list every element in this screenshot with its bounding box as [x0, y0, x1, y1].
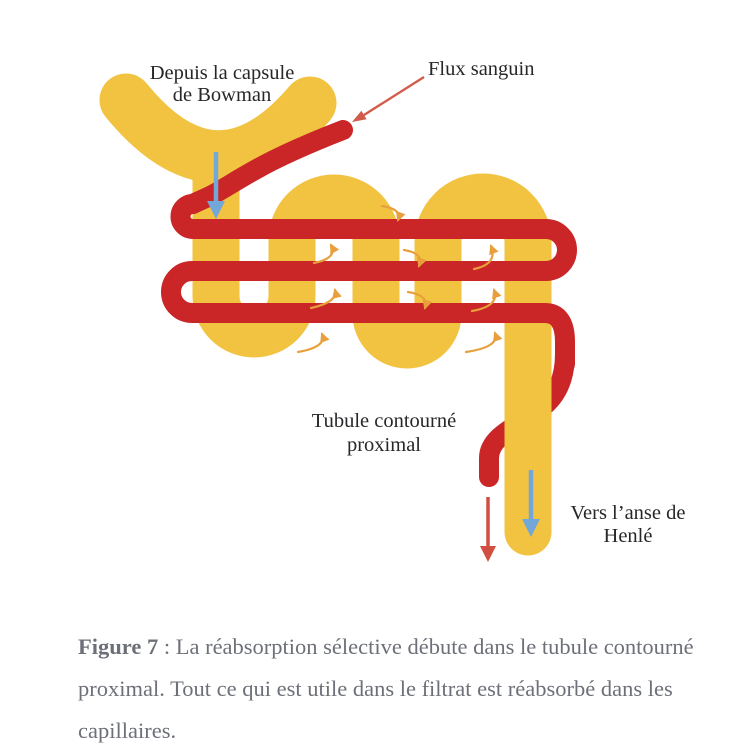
- capsule-label-line1: Depuis la capsule: [150, 62, 295, 84]
- proximal-tubule: [192, 134, 552, 556]
- figure-caption-separator: :: [158, 634, 176, 659]
- flow-arrow-tubule-top-icon: [207, 152, 225, 219]
- reabsorption-arrow-icon: [296, 332, 330, 354]
- reabsorption-arrow-icon: [472, 244, 499, 271]
- blood-flow-leader-arrow-icon: [352, 75, 425, 122]
- tubule-label-line2: proximal: [347, 434, 421, 456]
- figure-caption-label: Figure 7: [78, 634, 159, 659]
- reabsorption-arrow-icon: [312, 243, 340, 265]
- figure-caption: Figure 7 : La réabsorption sélective déb…: [78, 626, 738, 752]
- reabsorption-arrow-icon: [470, 288, 502, 313]
- tubule-label-line1: Tubule contourné: [312, 410, 456, 432]
- henle-label-line1: Vers l’anse de: [571, 502, 686, 524]
- nephron-diagram: Depuis la capsule de Bowman Flux sanguin…: [99, 58, 686, 562]
- flow-arrow-tubule-bottom-icon: [522, 470, 540, 537]
- blood-flow-label: Flux sanguin: [428, 58, 535, 80]
- reabsorption-arrow-icon: [402, 248, 427, 268]
- reabsorption-arrow-icon: [464, 331, 503, 354]
- reabsorption-arrow-icon: [406, 290, 433, 310]
- henle-label-line2: Henlé: [604, 525, 653, 547]
- reabsorption-arrows: [296, 204, 503, 354]
- nephron-diagram-svg: Depuis la capsule de Bowman Flux sanguin…: [99, 58, 686, 562]
- capillary: [161, 120, 577, 374]
- reabsorption-arrow-icon: [309, 288, 342, 310]
- reabsorption-arrow-icon: [380, 204, 406, 222]
- blood-flow-arrow-icon: [480, 497, 496, 562]
- figure-caption-text: La réabsorption sélective débute dans le…: [78, 634, 694, 743]
- capsule-label-line2: de Bowman: [173, 84, 272, 106]
